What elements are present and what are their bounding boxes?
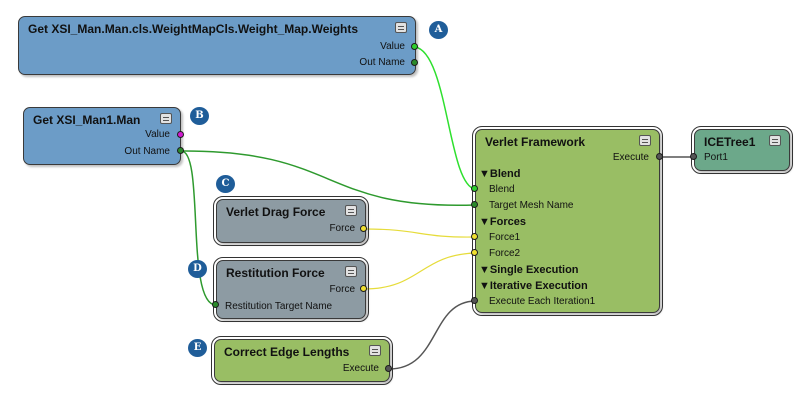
section-blend-header[interactable]: ▼Blend xyxy=(479,168,521,180)
node-title: Correct Edge Lengths xyxy=(224,345,350,359)
port-out-name-connector[interactable] xyxy=(177,147,184,154)
node-title: ICETree1 xyxy=(704,135,756,149)
port-out-name-connector[interactable] xyxy=(411,59,418,66)
collapse-icon[interactable] xyxy=(769,135,781,146)
wire-man-outname-to-target-mesh[interactable] xyxy=(180,150,476,207)
node-title: Get XSI_Man.Man.cls.WeightMapCls.Weight_… xyxy=(28,22,359,36)
port-force1-connector[interactable] xyxy=(471,233,478,240)
port-value-connector[interactable] xyxy=(411,43,418,50)
port-target-mesh-label: Target Mesh Name xyxy=(489,200,574,211)
collapse-icon[interactable] xyxy=(345,266,357,277)
collapse-icon[interactable] xyxy=(345,205,357,216)
port-port1-label: Port1 xyxy=(704,152,728,163)
port-blend-label: Blend xyxy=(489,184,515,195)
port-execute-connector[interactable] xyxy=(385,365,392,372)
node-icetree[interactable]: ICETree1 Port1 xyxy=(691,126,793,174)
wire-restitution-force-to-force2[interactable] xyxy=(363,252,476,290)
wire-weights-value-to-blend[interactable] xyxy=(414,46,476,190)
node-restitution-force[interactable]: Restitution Force Force Restitution Targ… xyxy=(213,257,369,322)
node-get-weights[interactable]: Get XSI_Man.Man.cls.WeightMapCls.Weight_… xyxy=(18,16,416,75)
section-blend-label: Blend xyxy=(489,168,521,180)
callout-badge-b: B xyxy=(190,107,209,125)
port-execute-each-iteration-label: Execute Each Iteration1 xyxy=(489,296,596,307)
wire-edge-execute-to-each-iteration[interactable] xyxy=(388,300,476,370)
port-restitution-target-name-label: Restitution Target Name xyxy=(225,301,333,312)
collapse-icon[interactable] xyxy=(369,345,381,356)
section-forces-header[interactable]: ▼Forces xyxy=(479,216,526,228)
port-force-connector[interactable] xyxy=(360,285,367,292)
port-force2-connector[interactable] xyxy=(471,249,478,256)
port-force-label: Force xyxy=(329,223,355,234)
section-iterative-execution-header[interactable]: ▼Iterative Execution xyxy=(479,280,588,292)
port-value-connector[interactable] xyxy=(177,131,184,138)
port-out-name-label: Out Name xyxy=(124,146,170,157)
port-force-connector[interactable] xyxy=(360,225,367,232)
port-value-label: Value xyxy=(380,41,405,52)
node-title: Get XSI_Man1.Man xyxy=(33,113,141,127)
port-execute-each-iteration-connector[interactable] xyxy=(471,297,478,304)
port-execute-label: Execute xyxy=(342,363,379,374)
port-execute-label: Execute xyxy=(612,152,649,163)
node-verlet-drag-force[interactable]: Verlet Drag Force Force xyxy=(213,196,369,246)
wire-drag-force-to-force1[interactable] xyxy=(363,228,476,238)
node-title: Verlet Framework xyxy=(485,135,586,149)
section-single-execution-label: Single Execution xyxy=(489,264,579,276)
collapse-icon[interactable] xyxy=(395,22,407,33)
section-iterative-execution-label: Iterative Execution xyxy=(489,280,588,292)
wire-man-outname-to-restitution-target[interactable] xyxy=(180,150,217,306)
port-port1-connector[interactable] xyxy=(690,153,697,160)
node-correct-edge-lengths[interactable]: Correct Edge Lengths Execute xyxy=(211,336,393,385)
node-title: Restitution Force xyxy=(226,266,325,280)
port-restitution-target-connector[interactable] xyxy=(212,301,219,308)
callout-badge-c: C xyxy=(216,175,235,193)
section-single-execution-header[interactable]: ▼Single Execution xyxy=(479,264,579,276)
node-get-man[interactable]: Get XSI_Man1.Man Value Out Name xyxy=(23,107,181,165)
section-forces-label: Forces xyxy=(489,216,526,228)
port-force2-label: Force2 xyxy=(489,248,521,259)
port-force1-label: Force1 xyxy=(489,232,521,243)
node-verlet-framework[interactable]: Verlet Framework Execute ▼Blend Blend Ta… xyxy=(472,126,663,316)
port-blend-connector[interactable] xyxy=(471,185,478,192)
port-force-label: Force xyxy=(329,284,355,295)
collapse-icon[interactable] xyxy=(639,135,651,146)
collapse-icon[interactable] xyxy=(160,113,172,124)
callout-badge-e: E xyxy=(188,339,207,357)
port-out-name-label: Out Name xyxy=(359,57,405,68)
port-execute-connector[interactable] xyxy=(656,153,663,160)
port-value-label: Value xyxy=(145,129,170,140)
callout-badge-a: A xyxy=(429,21,448,39)
port-target-mesh-connector[interactable] xyxy=(471,201,478,208)
callout-badge-d: D xyxy=(188,260,207,278)
node-title: Verlet Drag Force xyxy=(226,205,326,219)
